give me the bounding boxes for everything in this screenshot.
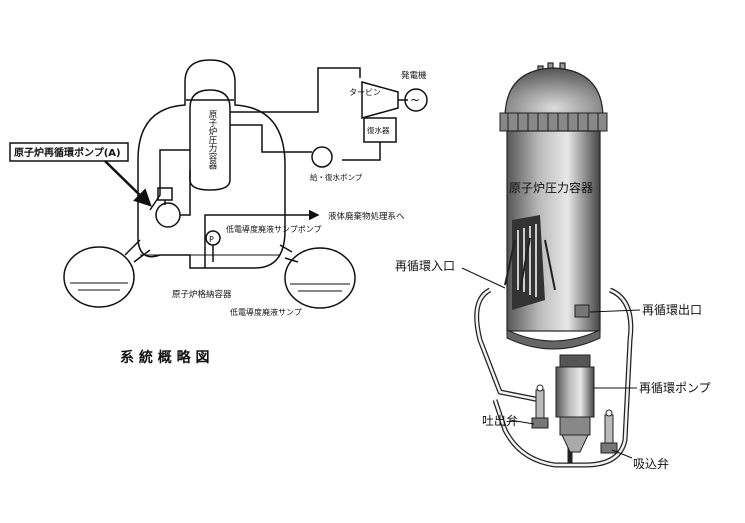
discharge-valve-label: 吐出弁 bbox=[482, 413, 518, 428]
feedwater-pump-label: 給・復水ポンプ bbox=[310, 172, 363, 182]
discharge-valve-3d bbox=[531, 384, 549, 429]
suppression-pool-right bbox=[284, 247, 356, 309]
sump-pump-symbol: P bbox=[209, 235, 214, 244]
sump-pump-line bbox=[204, 209, 320, 268]
suppression-pool-left bbox=[63, 246, 135, 308]
turbine bbox=[361, 81, 399, 119]
rpv-vertical-label: 原子炉圧力容器 bbox=[207, 110, 217, 170]
suction-valve-3d bbox=[600, 409, 618, 454]
turbine-label: タービン bbox=[349, 88, 381, 97]
pump-label: 再循環ポンプ bbox=[639, 381, 711, 395]
suction-valve-label: 吸込弁 bbox=[633, 456, 669, 471]
feedwater-line bbox=[342, 142, 381, 161]
feedwater-pump bbox=[311, 146, 333, 168]
diagram-caption: 系 統 概 略 図 bbox=[120, 349, 210, 366]
callout-box bbox=[9, 142, 129, 162]
inlet-label: 再循環入口 bbox=[395, 259, 455, 273]
sump-label: 低電導度廃液サンプ bbox=[230, 307, 302, 317]
steam-line bbox=[230, 67, 361, 113]
vessel-label: 原子炉圧力容器 bbox=[509, 180, 593, 195]
sump-pump-label: 低電導度廃液サンプポンプ bbox=[226, 224, 322, 234]
outlet-label: 再循環出口 bbox=[642, 303, 702, 317]
waste-system-label: 液体廃棄物処理系へ bbox=[328, 211, 405, 222]
recirc-pump-3d bbox=[555, 354, 595, 453]
system-schematic bbox=[63, 59, 428, 309]
generator bbox=[404, 88, 428, 112]
containment-label: 原子炉格納容器 bbox=[172, 289, 232, 300]
callout-label: 原子炉再循環ポンプ(A) bbox=[14, 146, 121, 159]
condenser-label: 復水器 bbox=[367, 125, 390, 135]
containment-vessel bbox=[137, 59, 286, 269]
recirc-pump-body bbox=[155, 202, 181, 228]
rpv-cutaway-illustration bbox=[474, 62, 634, 468]
generator-symbol: ~ bbox=[410, 93, 420, 107]
generator-label: 発電機 bbox=[401, 70, 427, 81]
vessel-head bbox=[504, 67, 604, 119]
recirc-loop-line bbox=[149, 149, 190, 211]
reactor-pressure-vessel bbox=[189, 89, 231, 191]
